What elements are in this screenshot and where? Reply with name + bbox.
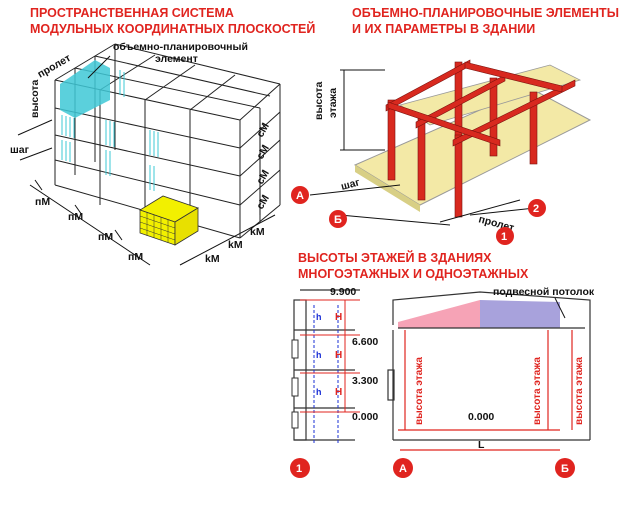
pink-roof-zone (398, 300, 480, 328)
frame-diagram: высота этажа шаг пролет А Б 1 2 (291, 59, 592, 245)
axis-marker-2-top (528, 199, 546, 217)
elev-0: 0.000 (352, 411, 378, 423)
singlestorey-section: высота этажа высота этажа высота этажа 0… (387, 286, 595, 478)
axis-marker-B-top-text: Б (334, 214, 342, 226)
frame-floor-height-2: этажа (327, 88, 339, 118)
axis-marker-1-top (496, 227, 514, 245)
grid-pM-3: пМ (98, 231, 113, 243)
section-walls (293, 289, 360, 441)
axis-marker-A-top-text: А (296, 190, 304, 202)
axis-marker-B-bottom-text: Б (561, 463, 569, 475)
grid-span-label: пролет (36, 52, 73, 81)
grid-dimension-lines (17, 119, 276, 266)
suspended-ceiling-label: подвесной потолок (493, 286, 595, 298)
highlighted-volume-element (60, 60, 110, 118)
blue-axis-lines (313, 305, 339, 445)
floor-slab-lower-edge (355, 165, 420, 212)
element-leader-line (87, 55, 111, 79)
grid-kM-3: kМ (250, 226, 265, 238)
multistorey-section: 9.900 6.600 3.300 0.000 h h h H H H 1 (290, 286, 378, 478)
H-label-1: H (335, 312, 342, 323)
H-label-2: H (335, 350, 342, 361)
elev-floor: 0.000 (468, 411, 494, 423)
frame-step-label: шаг (340, 176, 362, 193)
left-title-line2: МОДУЛЬНЫХ КООРДИНАТНЫХ ПЛОСКОСТЕЙ (30, 21, 315, 36)
axis-marker-2-top-text: 2 (533, 203, 539, 215)
elev-3: 6.600 (352, 336, 378, 348)
grid-cM-1: сМ (254, 193, 272, 212)
axis-marker-B-top (329, 210, 347, 228)
floor-height-label-3: высота этажа (574, 357, 585, 425)
axis-marker-A-top (291, 186, 309, 204)
grid-kM-1: kМ (205, 253, 220, 265)
right-title-line1: ОБЪЕМНО-ПЛАНИРОВОЧНЫЕ ЭЛЕМЕНТЫ (352, 6, 619, 20)
frame-floor-height-1: высота (313, 81, 325, 120)
hall-red-dims (398, 330, 573, 451)
h-label-2: h (316, 350, 322, 360)
left-title-line1: ПРОСТРАНСТВЕННАЯ СИСТЕМА (30, 6, 234, 20)
grid-step-label: шаг (10, 144, 30, 156)
element-label-1: объемно-планировочный (113, 41, 248, 53)
element-label-2: элемент (155, 53, 198, 65)
h-label-3: h (316, 387, 322, 397)
cyan-hatching (61, 70, 159, 191)
bottom-title-line1: ВЫСОТЫ ЭТАЖЕЙ В ЗДАНИЯХ (298, 250, 492, 265)
section-windows (291, 339, 299, 429)
grid-pM-1: пМ (35, 196, 50, 208)
lavender-roof-zone (480, 300, 560, 328)
axis-marker-1-bottom-text: 1 (296, 463, 302, 475)
H-label-3: H (335, 387, 342, 398)
span-L: L (478, 439, 485, 451)
red-frames (385, 59, 576, 218)
grid-height-label: высота (29, 79, 41, 118)
red-level-lines (300, 299, 360, 413)
grid-kM-2: kМ (228, 239, 243, 251)
ceiling-leader (554, 297, 566, 319)
frame-dimension-lines (309, 69, 536, 226)
grid-cM-2: сМ (254, 168, 272, 187)
h-label-1: h (316, 312, 322, 322)
grid-cM-4: сМ (254, 121, 272, 140)
elev-2: 3.300 (352, 375, 378, 387)
grid-cM-3: сМ (254, 143, 272, 162)
hall-outline (387, 291, 591, 441)
axis-marker-1-top-text: 1 (501, 231, 507, 243)
grid-pM-2: пМ (68, 211, 83, 223)
bottom-title-line2: МНОГОЭТАЖНЫХ И ОДНОЭТАЖНЫХ (298, 267, 529, 281)
axis-marker-A-bottom (393, 458, 413, 478)
grid-pM-4: пМ (128, 251, 143, 263)
yellow-module-cube (139, 195, 199, 246)
axis-marker-A-bottom-text: А (399, 463, 407, 475)
floor-height-label-2: высота этажа (532, 357, 543, 425)
axis-marker-B-bottom (555, 458, 575, 478)
modular-grid-diagram: объемно-планировочный элемент пролет выс… (10, 41, 281, 266)
floor-height-label-1: высота этажа (414, 357, 425, 425)
elev-top: 9.900 (330, 286, 356, 298)
right-title-line2: И ИХ ПАРАМЕТРЫ В ЗДАНИИ (352, 22, 535, 36)
axis-marker-1-bottom (290, 458, 310, 478)
